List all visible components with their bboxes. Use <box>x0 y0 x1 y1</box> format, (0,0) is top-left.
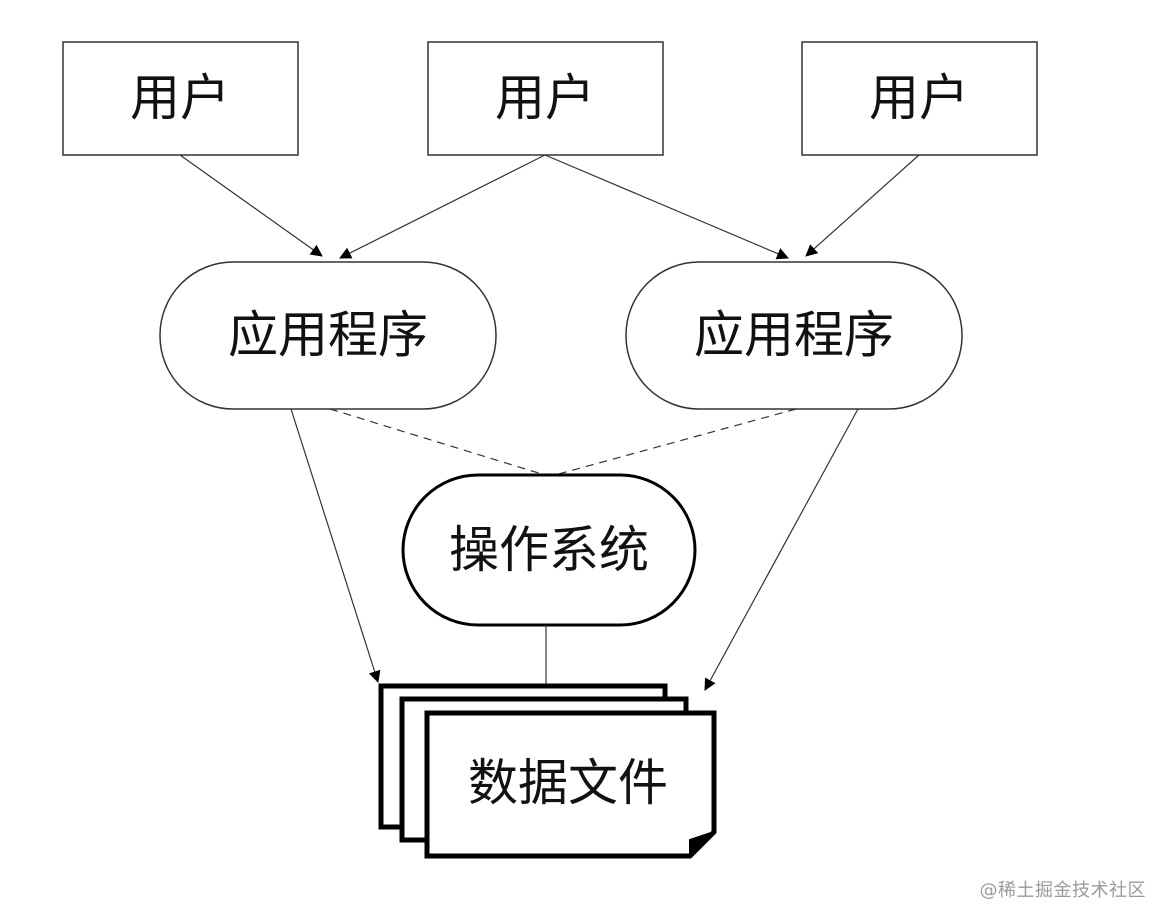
user-box-1: 用户 <box>62 41 299 156</box>
os-node: 操作系统 <box>401 473 697 627</box>
data-files-stack: 数据文件 <box>378 683 717 859</box>
user-box-3: 用户 <box>801 41 1038 156</box>
data-files-label: 数据文件 <box>468 754 668 812</box>
app-node-2: 应用程序 <box>625 261 963 410</box>
arrow-user1-to-app1 <box>179 154 323 257</box>
dashed-app2-to-os <box>554 408 797 476</box>
user-label-1: 用户 <box>130 69 230 127</box>
dashed-app1-to-os <box>329 408 546 476</box>
arrow-user3-to-app2 <box>805 154 920 257</box>
arrow-app1-to-files <box>290 408 381 683</box>
arrow-app2-to-files <box>704 408 859 691</box>
arrow-user2-to-app1 <box>339 154 546 259</box>
folded-corner-icon <box>689 831 715 859</box>
os-label: 操作系统 <box>449 521 649 579</box>
user-label-3: 用户 <box>869 69 969 127</box>
app-label-1: 应用程序 <box>228 306 428 364</box>
arrow-user2-to-app2 <box>544 154 789 260</box>
user-label-2: 用户 <box>495 69 595 127</box>
app-node-1: 应用程序 <box>159 261 497 410</box>
watermark: @稀土掘金技术社区 <box>979 880 1146 901</box>
user-box-2: 用户 <box>427 41 664 156</box>
app-label-2: 应用程序 <box>694 306 894 364</box>
